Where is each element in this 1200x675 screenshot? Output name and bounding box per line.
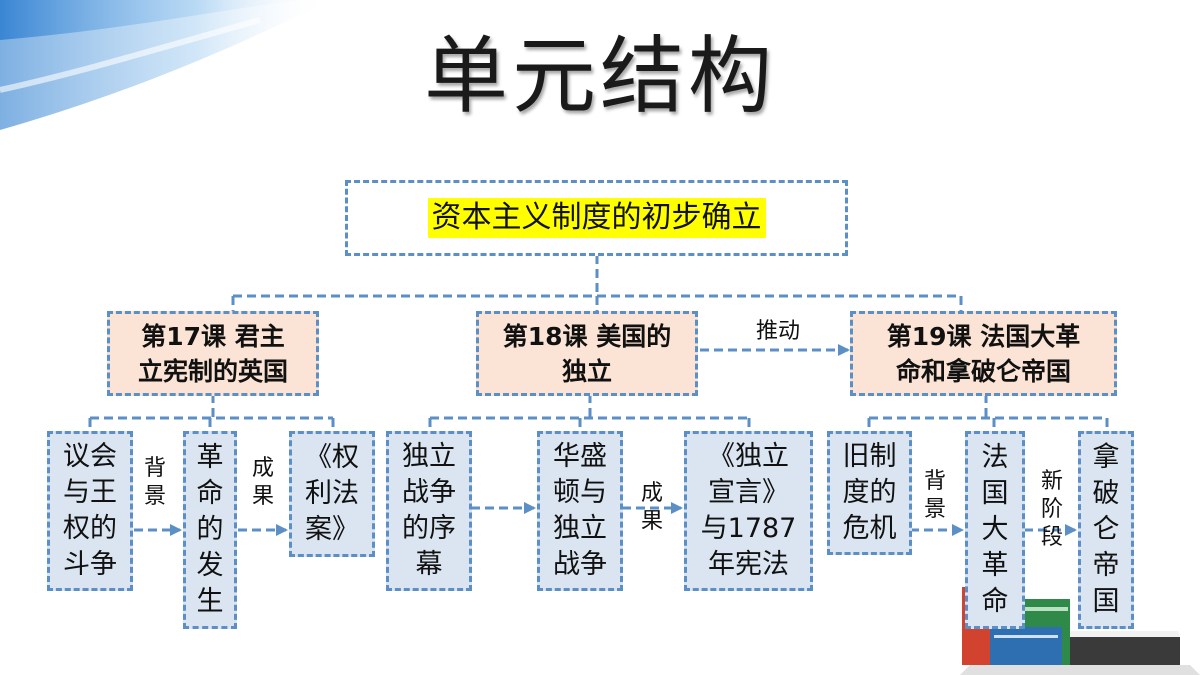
page-title: 单元结构: [423, 27, 776, 125]
leaf-bill-of-rights: 《权 利法 案》: [289, 431, 375, 557]
edge-label-result-2: 成 果: [640, 481, 663, 534]
leaf-french-revolution: 法 国 大 革 命: [965, 431, 1025, 629]
edge-label-background-1: 背 景: [143, 456, 166, 509]
lesson-19-node: 第19课 法国大革 命和拿破仑帝国: [850, 311, 1117, 396]
root-label: 资本主义制度的初步确立: [427, 198, 766, 238]
leaf-revolution-outbreak: 革 命 的 发 生: [183, 431, 237, 629]
leaf-war-prelude: 独立 战争 的序 幕: [386, 431, 472, 591]
leaf-napoleon-empire: 拿 破 仑 帝 国: [1078, 431, 1134, 629]
push-label: 推动: [755, 319, 800, 344]
edge-label-background-2: 背 景: [923, 469, 946, 522]
edge-label-result-1: 成 果: [251, 456, 274, 509]
lesson-17-node: 第17课 君主 立宪制的英国: [107, 311, 319, 396]
leaf-parliament-struggle: 议会 与王 权的 斗争: [47, 431, 133, 591]
root-node: 资本主义制度的初步确立: [345, 180, 848, 256]
leaf-declaration-constitution: 《独立 宣言》 与1787 年宪法: [684, 431, 813, 591]
edge-label-new-stage: 新 阶 段: [1040, 469, 1063, 550]
leaf-washington-war: 华盛 顿与 独立 战争: [537, 431, 623, 591]
lesson-18-node: 第18课 美国的 独立: [476, 311, 698, 396]
decorative-sky-streak: [0, 0, 360, 150]
leaf-old-regime-crisis: 旧制 度的 危机: [827, 431, 912, 555]
